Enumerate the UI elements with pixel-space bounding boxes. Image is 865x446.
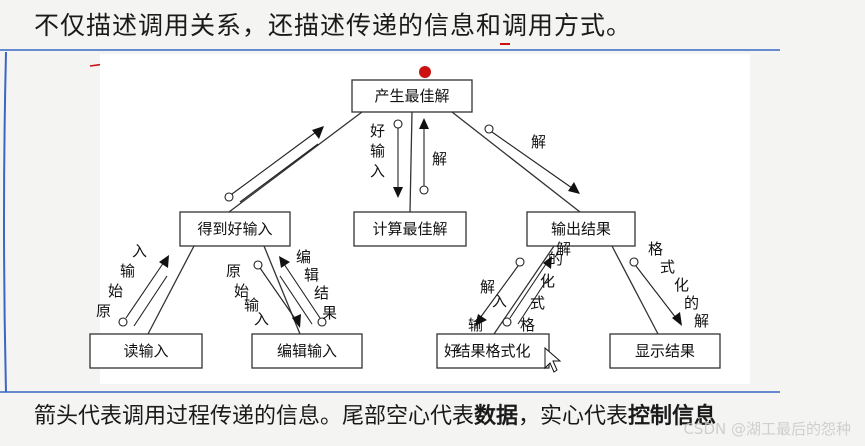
svg-text:结果格式化: 结果格式化 bbox=[455, 342, 530, 360]
label-raw-input: 原始输入 bbox=[96, 242, 147, 320]
svg-text:产生最佳解: 产生最佳解 bbox=[374, 87, 449, 105]
svg-text:输出结果: 输出结果 bbox=[551, 220, 611, 238]
arrow-solution-to-format bbox=[475, 257, 525, 326]
arrow-raw-input-up bbox=[118, 255, 169, 327]
mouse-cursor-icon bbox=[544, 346, 562, 373]
flow-labels: 好输入 好输入 解 解 原始输入 原始输入 编辑结果 解 格式化的解 格式化的解 bbox=[96, 122, 709, 360]
arrow-edited-result-up bbox=[279, 256, 327, 327]
node-show-result: 显示结果 bbox=[609, 333, 721, 369]
arrow-solution-to-output bbox=[484, 124, 580, 194]
svg-text:读输入: 读输入 bbox=[123, 342, 168, 360]
tree-edges bbox=[147, 111, 659, 335]
caption-text-1: 箭头代表调用过程传递的信息。尾部空心代表 bbox=[34, 404, 475, 429]
svg-text:编辑输入: 编辑输入 bbox=[277, 342, 337, 360]
svg-text:得到好输入: 得到好输入 bbox=[197, 220, 272, 238]
node-read-input: 读输入 bbox=[89, 333, 203, 369]
label-solution-up: 解 bbox=[432, 150, 447, 168]
pointer-dot bbox=[419, 66, 431, 78]
caption-text-2: ，实心代表 bbox=[518, 404, 629, 429]
label-formatted-solution-right: 格式化的解 bbox=[648, 240, 709, 330]
node-get-input: 得到好输入 bbox=[179, 211, 291, 247]
label-formatted-solution: 格式化的解 bbox=[520, 240, 571, 334]
node-compute: 计算最佳解 bbox=[353, 211, 467, 247]
arrow-solution-up bbox=[419, 118, 429, 195]
arrow-good-input-up bbox=[224, 126, 324, 203]
node-format-result: 结果格式化 bbox=[436, 333, 550, 369]
svg-text:显示结果: 显示结果 bbox=[635, 342, 695, 360]
arrow-raw-input-down bbox=[253, 260, 301, 328]
label-edited-result: 编辑结果 bbox=[296, 248, 337, 322]
flow-arrows bbox=[118, 118, 682, 328]
slide-frame bbox=[0, 49, 780, 393]
caption-bold-data: 数据 bbox=[474, 404, 519, 429]
caption-bold-control: 控制信息 bbox=[628, 404, 717, 429]
node-edit-input: 编辑输入 bbox=[251, 333, 363, 369]
node-root: 产生最佳解 bbox=[351, 79, 473, 113]
page-title: 不仅描述调用关系，还描述传递的信息和调用方式。 bbox=[34, 11, 633, 40]
arrow-formatted-solution-up bbox=[502, 256, 552, 327]
arrow-formatted-solution-down bbox=[629, 257, 682, 326]
label-solution-to-format: 解 bbox=[480, 278, 495, 296]
label-good-input-down: 好输入 bbox=[370, 122, 385, 180]
label-good-input-up: 好输入 bbox=[444, 292, 507, 360]
svg-text:计算最佳解: 计算最佳解 bbox=[372, 220, 447, 238]
label-raw-input-down: 原始输入 bbox=[226, 262, 269, 328]
watermark: CSDN @湖工最后的怨种 bbox=[683, 420, 851, 438]
node-output: 输出结果 bbox=[526, 211, 636, 247]
label-solution-to-output: 解 bbox=[531, 133, 546, 151]
arrow-good-input-down bbox=[393, 119, 403, 198]
legend-caption: 箭头代表调用过程传递的信息。尾部空心代表数据，实心代表控制信息 bbox=[34, 398, 716, 430]
